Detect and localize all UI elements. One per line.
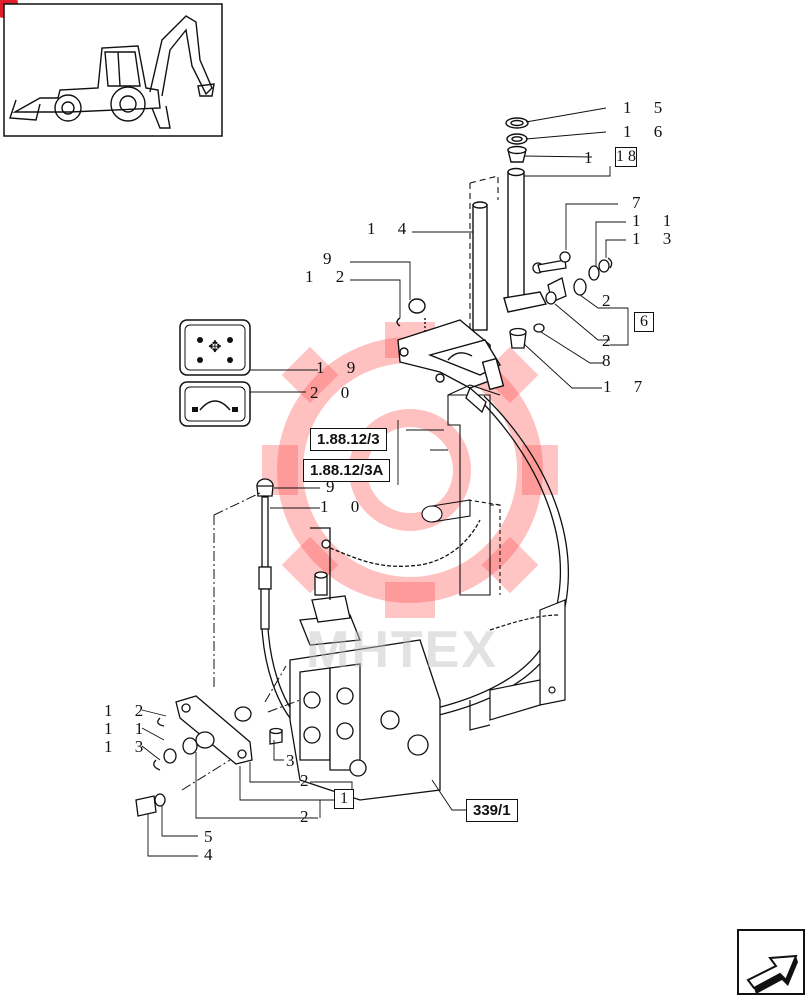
callout-6: 6	[640, 313, 648, 330]
callout-1: 1	[340, 790, 348, 807]
callout-8: 8	[602, 351, 620, 370]
callout-1-box: 1	[334, 789, 354, 809]
callout-9-top: 9	[323, 249, 341, 268]
callout-5: 5	[204, 827, 222, 846]
valve-block	[289, 519, 481, 801]
support-frame	[421, 175, 501, 596]
callout-13-bottom: 1 3	[104, 737, 153, 756]
callout-16: 1 6	[623, 122, 672, 141]
top-cap-stack	[505, 117, 529, 163]
callout-19: 1 9	[316, 358, 365, 377]
callout-20: 2 0	[310, 383, 359, 402]
reference-box-339-1[interactable]: 339/1	[466, 799, 518, 822]
callout-2-top: 2	[602, 291, 620, 310]
callout-17-bottom: 1 7	[603, 377, 652, 396]
svg-text:✥: ✥	[208, 337, 221, 356]
reference-box-1-88-12-3[interactable]: 1.88.12/3	[310, 428, 387, 451]
callout-15: 1 5	[623, 98, 672, 117]
upper-linkage	[509, 251, 613, 349]
leader-lines	[141, 107, 629, 857]
callout-7: 7	[632, 193, 650, 212]
callout-14: 1 4	[367, 219, 416, 238]
machine-thumbnail	[3, 3, 223, 137]
lever-pipe	[503, 167, 548, 313]
callout-4: 4	[204, 845, 222, 864]
callout-17-top: 1 7	[584, 148, 633, 167]
reference-box-1-88-12-3a[interactable]: 1.88.12/3A	[303, 459, 391, 482]
callout-6-box: 6	[634, 312, 654, 332]
callout-2-bottom: 2	[300, 807, 318, 826]
right-bracket	[469, 599, 566, 731]
lower-lever-plate	[135, 695, 283, 817]
lever-bracket	[396, 298, 505, 391]
next-page-arrow-icon[interactable]	[737, 929, 805, 995]
control-tube	[472, 201, 488, 331]
callout-18: 1 8	[616, 148, 636, 165]
callout-3: 3	[286, 751, 304, 770]
callout-18-box: 1 8	[615, 147, 637, 167]
callout-12-top: 1 2	[305, 267, 354, 286]
decal-20	[179, 381, 251, 427]
callout-12-bottom: 1 2	[104, 701, 153, 720]
callout-10: 1 0	[320, 497, 369, 516]
callout-2-lower: 2	[300, 771, 318, 790]
callout-2-mid: 2	[602, 331, 620, 350]
watermark-text: MHTEX	[306, 621, 498, 679]
callout-9-cable: 9	[326, 477, 344, 496]
centre-lines	[181, 491, 301, 791]
callout-11-top: 1 1	[632, 211, 681, 230]
callout-11-bottom: 1 1	[104, 719, 153, 738]
callout-13-top: 1 3	[632, 229, 681, 248]
cable-end-fitting	[256, 478, 274, 630]
decal-19: ✥	[179, 319, 251, 376]
